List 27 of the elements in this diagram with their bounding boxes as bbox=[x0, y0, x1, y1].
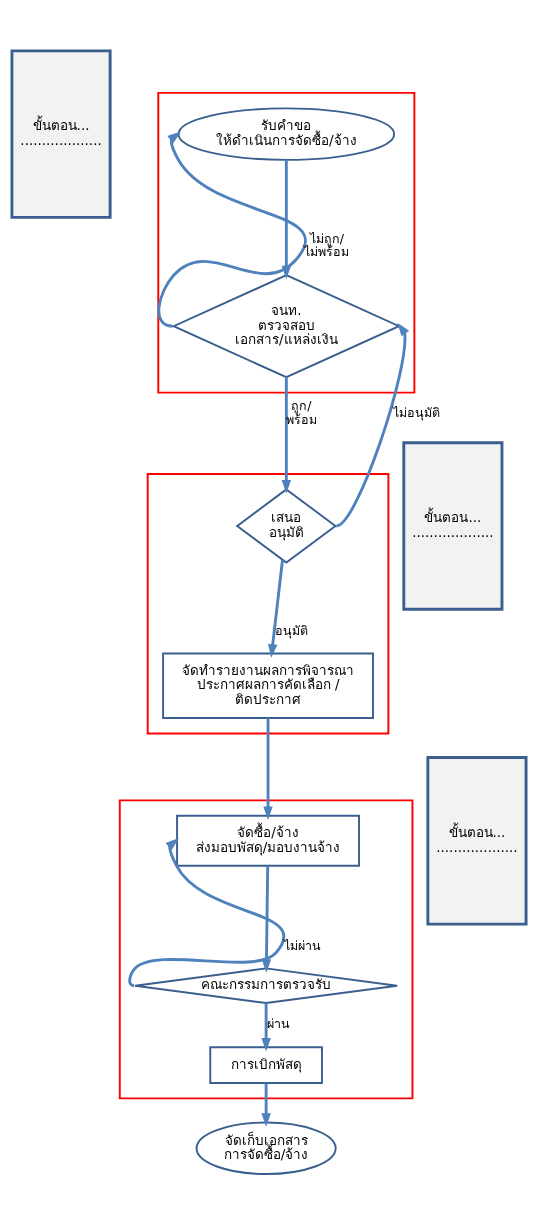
node-ellipse: จัดเก็บเอกสาร การจัดซื้อ/จ้าง bbox=[195, 1121, 337, 1175]
node-box: ขั้นตอน...................... bbox=[402, 440, 504, 611]
arrow bbox=[261, 865, 272, 973]
node-box: จัดทำรายงานผลการพิจารณา ประกาศผลการคัดเลือก / ติดประกาศ bbox=[162, 652, 374, 719]
edge-label: ผ่าน bbox=[266, 1015, 290, 1031]
cluster bbox=[118, 798, 414, 1099]
arrow bbox=[268, 559, 284, 658]
edge-label: อนุมัติ bbox=[274, 622, 308, 638]
cluster bbox=[146, 472, 390, 734]
node-diamond: เสนอ อนุมัติ bbox=[235, 487, 338, 564]
edge-label: ไม่ผ่าน bbox=[284, 937, 322, 952]
node-box: การเบิกพัสดุ bbox=[209, 1045, 323, 1084]
arrow bbox=[335, 322, 410, 527]
node-diamond: จนท. ตรวจสอบ เอกสาร/แหล่งเงิน bbox=[171, 273, 402, 378]
node-diamond: คณะกรรมการตรวจรับ bbox=[134, 966, 399, 1004]
arrow bbox=[261, 1082, 271, 1127]
arrow bbox=[128, 837, 286, 987]
arrow bbox=[261, 1002, 271, 1052]
node-box: จัดซื้อ/จ้าง ส่งมอบพัสดุ/มอบงานจ้าง bbox=[176, 814, 360, 867]
arrow bbox=[263, 717, 273, 820]
node-box: ขั้นตอน...................... bbox=[426, 755, 528, 926]
edge-label: ไม่อนุมัติ bbox=[393, 404, 441, 420]
arrow bbox=[281, 376, 292, 494]
arrow bbox=[157, 130, 307, 328]
node-box: ขั้นตอน...................... bbox=[10, 48, 112, 219]
node-ellipse: รับคำขอ ให้ดำเนินการจัดซื้อ/จ้าง bbox=[177, 106, 396, 161]
edge-label: ไม่ถูก/ ไม่พร้อม bbox=[304, 230, 350, 259]
